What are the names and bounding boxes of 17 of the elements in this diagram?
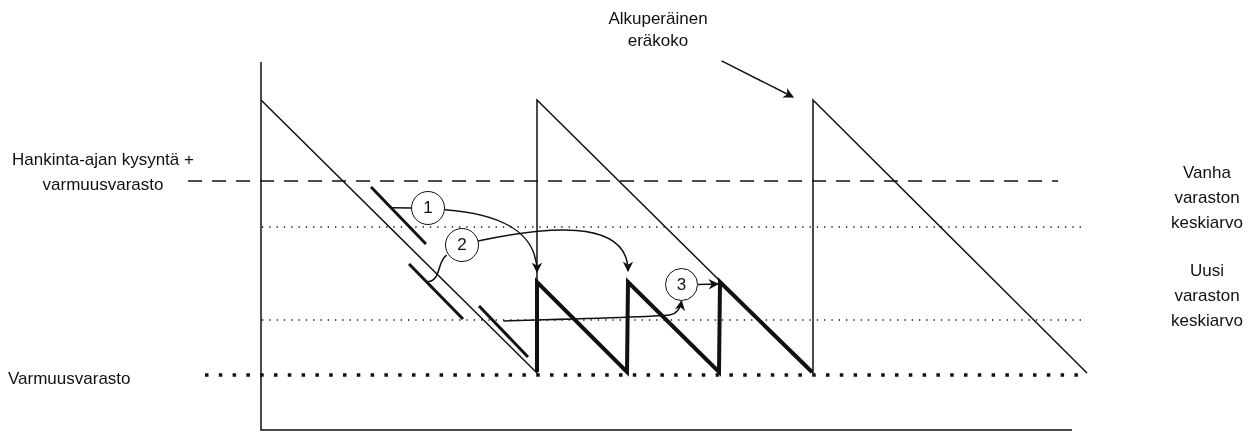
leader-arrow — [720, 60, 794, 98]
axis-level-label: Uusi varaston keskiarvo — [1170, 260, 1244, 332]
curved-arrow — [502, 299, 685, 322]
curved-arrow — [444, 208, 542, 274]
axis-level-label: Hankinta-ajan kysyntä + varmuusvarasto — [11, 149, 195, 196]
curved-arrow — [477, 229, 632, 273]
leader-line — [425, 254, 448, 283]
step-number-circle: 2 — [445, 228, 479, 262]
leader-line — [391, 207, 412, 209]
bracket-line — [408, 263, 464, 320]
step-number-circle: 3 — [665, 268, 698, 301]
axis-level-label: Varmuusvarasto — [8, 368, 132, 390]
axis-level-label: Vanha varaston keskiarvo — [1170, 162, 1244, 234]
bracket-line — [478, 305, 529, 358]
annotation-text: Alkuperäinen eräkoko — [598, 8, 718, 52]
curved-arrow — [697, 279, 720, 290]
step-number-circle: 1 — [411, 191, 445, 225]
